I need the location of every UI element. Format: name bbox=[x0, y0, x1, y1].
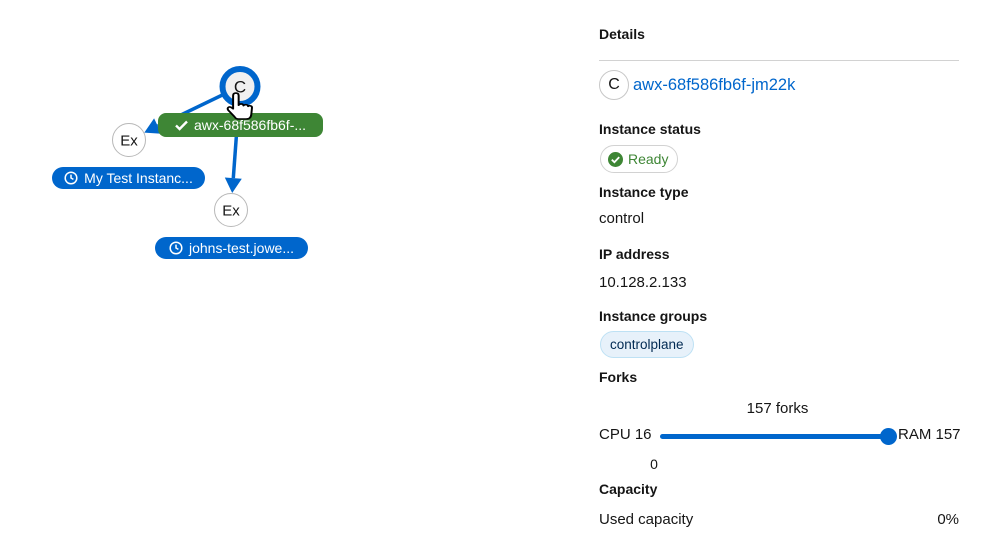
clock-icon bbox=[64, 171, 78, 185]
node-execution-2-letter: Ex bbox=[222, 203, 240, 220]
node-label-execution-1-text: My Test Instanc... bbox=[84, 170, 193, 186]
mouse-pointer-cursor-icon bbox=[226, 91, 253, 120]
instance-groups-label: Instance groups bbox=[599, 308, 708, 324]
edge-arrowhead-icon bbox=[224, 177, 242, 193]
clock-icon bbox=[169, 241, 183, 255]
node-execution-1[interactable]: Ex bbox=[112, 123, 146, 157]
check-circle-icon bbox=[608, 151, 623, 167]
ip-address-value: 10.128.2.133 bbox=[599, 274, 687, 291]
instance-type-value: control bbox=[599, 210, 645, 227]
node-control[interactable]: C bbox=[219, 66, 261, 107]
forks-slider-handle[interactable] bbox=[880, 428, 897, 445]
topology-graph-svg: C Ex Ex bbox=[112, 66, 261, 227]
node-control-letter: C bbox=[234, 78, 246, 97]
details-panel-title: Details bbox=[599, 26, 645, 42]
instance-status-badge: Ready bbox=[600, 145, 679, 173]
details-panel: Details C awx-68f586fb6f-jm22k Instance … bbox=[599, 0, 961, 534]
node-label-execution-2[interactable]: johns-test.jowe... bbox=[155, 237, 308, 259]
node-execution-2-circle[interactable] bbox=[214, 193, 248, 227]
instance-name-link[interactable]: awx-68f586fb6f-jm22k bbox=[633, 75, 796, 94]
topology-canvas[interactable]: C Ex Ex awx-68f586fb6f-... My Test In bbox=[0, 0, 590, 534]
instance-status-label: Instance status bbox=[599, 121, 701, 137]
used-capacity-row: Used capacity 0% bbox=[599, 511, 959, 528]
slider-ram-label: RAM 157 bbox=[898, 426, 961, 443]
forks-label: Forks bbox=[599, 369, 638, 385]
node-label-control[interactable]: awx-68f586fb6f-... bbox=[158, 113, 323, 137]
forks-value-tooltip: 157 forks bbox=[746, 400, 809, 417]
edge-arrowhead-icon bbox=[144, 118, 162, 134]
instance-group-chip[interactable]: controlplane bbox=[600, 331, 694, 358]
used-capacity-label: Used capacity bbox=[599, 511, 694, 528]
control-node-icon: C bbox=[599, 70, 629, 100]
check-icon bbox=[175, 120, 188, 131]
ip-address-label: IP address bbox=[599, 246, 670, 262]
instance-status-value: Ready bbox=[628, 151, 669, 167]
capacity-label: Capacity bbox=[599, 481, 658, 497]
node-execution-2[interactable]: Ex bbox=[214, 193, 248, 227]
node-label-control-text: awx-68f586fb6f-... bbox=[193, 117, 307, 133]
node-execution-1-circle[interactable] bbox=[112, 123, 146, 157]
control-node-icon-letter: C bbox=[608, 76, 620, 93]
node-label-execution-1[interactable]: My Test Instanc... bbox=[52, 167, 205, 189]
slider-min-tick-label: 0 bbox=[650, 456, 658, 472]
instance-type-label: Instance type bbox=[599, 184, 689, 200]
details-divider bbox=[599, 60, 959, 61]
forks-slider-track[interactable] bbox=[660, 434, 895, 439]
node-label-execution-2-text: johns-test.jowe... bbox=[188, 240, 295, 256]
node-execution-1-letter: Ex bbox=[120, 133, 138, 150]
slider-cpu-label: CPU 16 bbox=[599, 426, 652, 443]
used-capacity-value: 0% bbox=[937, 511, 959, 528]
instance-name-row: C awx-68f586fb6f-jm22k bbox=[599, 70, 795, 100]
